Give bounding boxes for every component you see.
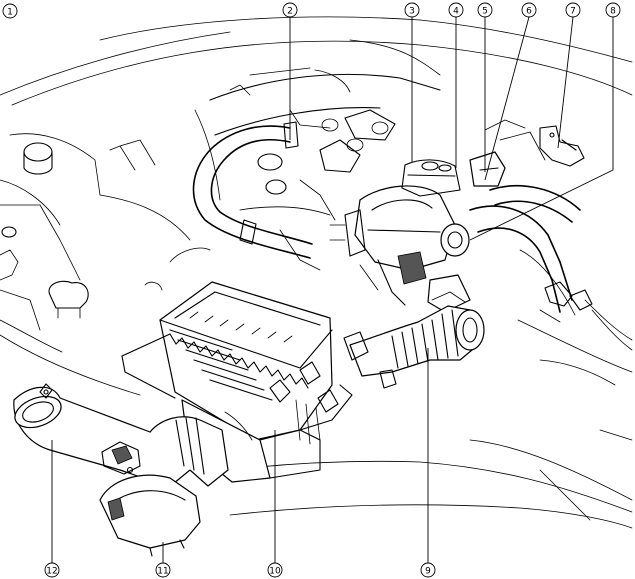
callout-11-label: 11 (157, 567, 168, 577)
air-cleaner (121, 281, 353, 483)
callout-1: 1 (2, 3, 18, 19)
callout-12-label: 12 (46, 567, 57, 577)
callout-2: 2 (282, 2, 298, 18)
resonator (99, 474, 201, 557)
callout-9-label: 9 (425, 567, 431, 577)
callout-6: 6 (521, 2, 537, 18)
callout-6-label: 6 (526, 7, 532, 17)
air-intake-hose (343, 291, 485, 389)
callout-2-label: 2 (287, 7, 293, 17)
callout-3: 3 (404, 2, 420, 18)
callout-9: 9 (420, 562, 436, 578)
callout-4-label: 4 (453, 7, 459, 17)
callout-10-label: 10 (269, 567, 281, 577)
callout-1-label: 1 (7, 8, 13, 18)
callout-8-label: 8 (610, 7, 616, 17)
callout-8: 8 (605, 2, 621, 18)
callout-11: 11 (155, 562, 171, 578)
callout-4: 4 (448, 2, 464, 18)
callout-5: 5 (477, 2, 493, 18)
vehicle-body-outline (0, 16, 633, 529)
callout-7-label: 7 (570, 7, 576, 17)
callout-7: 7 (565, 2, 581, 18)
left-side-components (0, 133, 211, 331)
throttle-body-assembly (329, 151, 506, 313)
breather-hose (192, 121, 313, 259)
callout-10: 10 (267, 562, 283, 578)
callout-12: 12 (44, 562, 60, 578)
engine-block (194, 67, 441, 271)
leader-lines (51, 16, 614, 563)
callout-3-label: 3 (409, 7, 415, 17)
right-side-hoses (469, 119, 633, 351)
callout-5-label: 5 (482, 7, 488, 17)
